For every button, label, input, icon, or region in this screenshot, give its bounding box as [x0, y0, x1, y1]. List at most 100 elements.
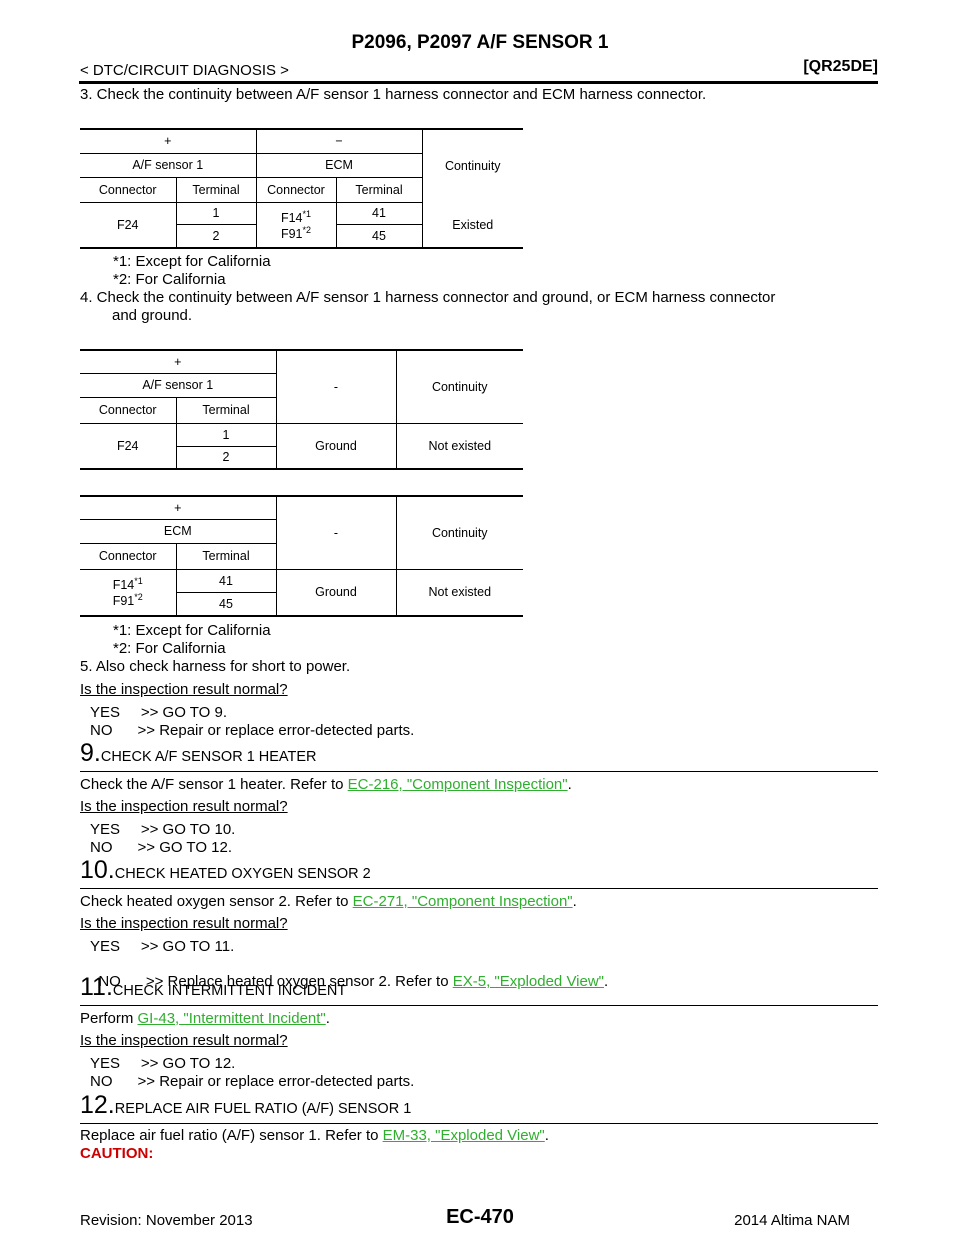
- step-4-text: 4. Check the continuity between A/F sens…: [80, 289, 776, 306]
- step-number: 11.: [80, 973, 113, 1001]
- step-3-text: 3. Check the continuity between A/F sens…: [80, 86, 707, 103]
- answer-yes: YES >> GO TO 10.: [90, 821, 236, 838]
- step-title: CHECK A/F SENSOR 1 HEATER: [100, 749, 317, 765]
- punctuation: .: [604, 973, 609, 990]
- inspection-question: Is the inspection result normal?: [80, 915, 288, 932]
- inspection-question: Is the inspection result normal?: [80, 798, 288, 815]
- ecm-header: ECM: [256, 153, 423, 178]
- connector-f14: F14: [112, 578, 135, 593]
- step-11-text: Perform GI-43, "Intermittent Incident".: [80, 1010, 330, 1027]
- continuity-header: Continuity: [422, 128, 523, 202]
- minus-header: -: [276, 349, 397, 424]
- step-heading-11: 11.CHECK INTERMITTENT INCIDENT: [80, 973, 346, 1002]
- terminal-cell: 2: [176, 446, 277, 470]
- answer-yes: YES >> GO TO 11.: [90, 938, 235, 955]
- breadcrumb: < DTC/CIRCUIT DIAGNOSIS >: [80, 62, 289, 79]
- reference-link[interactable]: EC-216, "Component Inspection": [347, 776, 568, 793]
- continuity-table-sensor-ground: + - Continuity A/F sensor 1 Connector Te…: [80, 349, 523, 470]
- terminal-cell: 1: [176, 423, 277, 447]
- connector-header: Connector: [80, 543, 177, 570]
- answer-text: NO >> Replace heated oxygen sensor 2. Re…: [98, 973, 453, 990]
- continuity-header: Continuity: [396, 349, 523, 424]
- af-sensor-header: A/F sensor 1: [80, 153, 257, 178]
- revision-date: Revision: November 2013: [80, 1212, 253, 1229]
- connector-cell: F24: [80, 423, 177, 470]
- continuity-table-sensor-ecm: + − Continuity A/F sensor 1 ECM Connecto…: [80, 128, 523, 249]
- page-number: EC-470: [446, 1206, 514, 1228]
- terminal-cell: 41: [336, 202, 423, 225]
- step-12-text: Replace air fuel ratio (A/F) sensor 1. R…: [80, 1127, 549, 1144]
- inspection-question: Is the inspection result normal?: [80, 1032, 288, 1049]
- af-sensor-header: A/F sensor 1: [80, 373, 277, 398]
- step-number: 9.: [80, 739, 101, 767]
- minus-header: −: [256, 128, 423, 154]
- continuity-table-ecm-ground: + - Continuity ECM Connector Terminal F1…: [80, 495, 523, 617]
- terminal-cell: 45: [176, 592, 277, 617]
- connector-cell: F24: [80, 202, 177, 249]
- footnote-mark: *2: [134, 592, 143, 603]
- step-number: 10.: [80, 856, 115, 884]
- step-title: REPLACE AIR FUEL RATIO (A/F) SENSOR 1: [114, 1101, 412, 1117]
- punctuation: .: [325, 1010, 330, 1027]
- ground-cell: Ground: [276, 423, 397, 470]
- connector-f91: F91: [280, 226, 303, 241]
- page-title: P2096, P2097 A/F SENSOR 1: [351, 32, 609, 53]
- footnote-mark: *1: [134, 576, 143, 587]
- footnote-2: *2: For California: [113, 271, 226, 288]
- terminal-cell: 41: [176, 569, 277, 593]
- step-title: CHECK HEATED OXYGEN SENSOR 2: [114, 866, 371, 882]
- footnote-1: *1: Except for California: [113, 622, 271, 639]
- result-cell: Not existed: [396, 423, 523, 470]
- footnote-2: *2: For California: [113, 640, 226, 657]
- plus-header: +: [80, 128, 257, 154]
- reference-link[interactable]: EX-5, "Exploded View": [452, 973, 605, 990]
- section-divider: [80, 1005, 878, 1006]
- reference-link[interactable]: EC-271, "Component Inspection": [352, 893, 573, 910]
- continuity-header: Continuity: [396, 495, 523, 570]
- plus-header: +: [80, 349, 277, 374]
- footnote-mark: *1: [302, 208, 312, 219]
- ecm-header: ECM: [80, 519, 277, 544]
- engine-model-tag: [QR25DE]: [803, 58, 878, 75]
- answer-no: NO >> GO TO 12.: [90, 839, 233, 856]
- reference-link[interactable]: EM-33, "Exploded View": [382, 1127, 545, 1144]
- footnote-1: *1: Except for California: [113, 253, 271, 270]
- step-heading-10: 10.CHECK HEATED OXYGEN SENSOR 2: [80, 856, 371, 885]
- terminal-header: Terminal: [176, 543, 277, 570]
- footnote-mark: *2: [302, 224, 312, 235]
- answer-no: NO >> Repair or replace error-detected p…: [90, 1073, 415, 1090]
- terminal-cell: 1: [176, 202, 257, 225]
- step-heading-12: 12.REPLACE AIR FUEL RATIO (A/F) SENSOR 1: [80, 1091, 411, 1120]
- connector-f14: F14: [280, 210, 303, 225]
- connector-header: Connector: [256, 177, 337, 203]
- ground-cell: Ground: [276, 569, 397, 617]
- plus-header: +: [80, 495, 277, 520]
- step-5-text: 5. Also check harness for short to power…: [80, 658, 351, 675]
- section-divider: [80, 771, 878, 772]
- answer-yes: YES >> GO TO 9.: [90, 704, 228, 721]
- model-year: 2014 Altima NAM: [734, 1212, 850, 1229]
- punctuation: .: [572, 893, 577, 910]
- step-title: CHECK INTERMITTENT INCIDENT: [112, 983, 347, 999]
- instruction-text: Replace air fuel ratio (A/F) sensor 1. R…: [80, 1127, 383, 1144]
- punctuation: .: [567, 776, 572, 793]
- result-cell: Not existed: [396, 569, 523, 617]
- header-divider: [79, 81, 878, 84]
- terminal-cell: 2: [176, 224, 257, 249]
- terminal-header: Terminal: [176, 397, 277, 424]
- connector-header: Connector: [80, 397, 177, 424]
- inspection-question: Is the inspection result normal?: [80, 681, 288, 698]
- answer-yes: YES >> GO TO 12.: [90, 1055, 236, 1072]
- connector-header: Connector: [80, 177, 177, 203]
- terminal-header: Terminal: [336, 177, 423, 203]
- connector-f91: F91: [112, 594, 135, 609]
- terminal-header: Terminal: [176, 177, 257, 203]
- step-heading-9: 9.CHECK A/F SENSOR 1 HEATER: [80, 739, 317, 768]
- instruction-text: Check heated oxygen sensor 2. Refer to: [80, 893, 353, 910]
- step-4-text-cont: and ground.: [112, 307, 193, 324]
- ecm-connector-cell: F14*1 F91*2: [80, 569, 177, 617]
- ecm-connector-cell: F14*1 F91*2: [256, 202, 337, 249]
- reference-link[interactable]: GI-43, "Intermittent Incident": [137, 1010, 326, 1027]
- section-divider: [80, 1123, 878, 1124]
- step-9-text: Check the A/F sensor 1 heater. Refer to …: [80, 776, 572, 793]
